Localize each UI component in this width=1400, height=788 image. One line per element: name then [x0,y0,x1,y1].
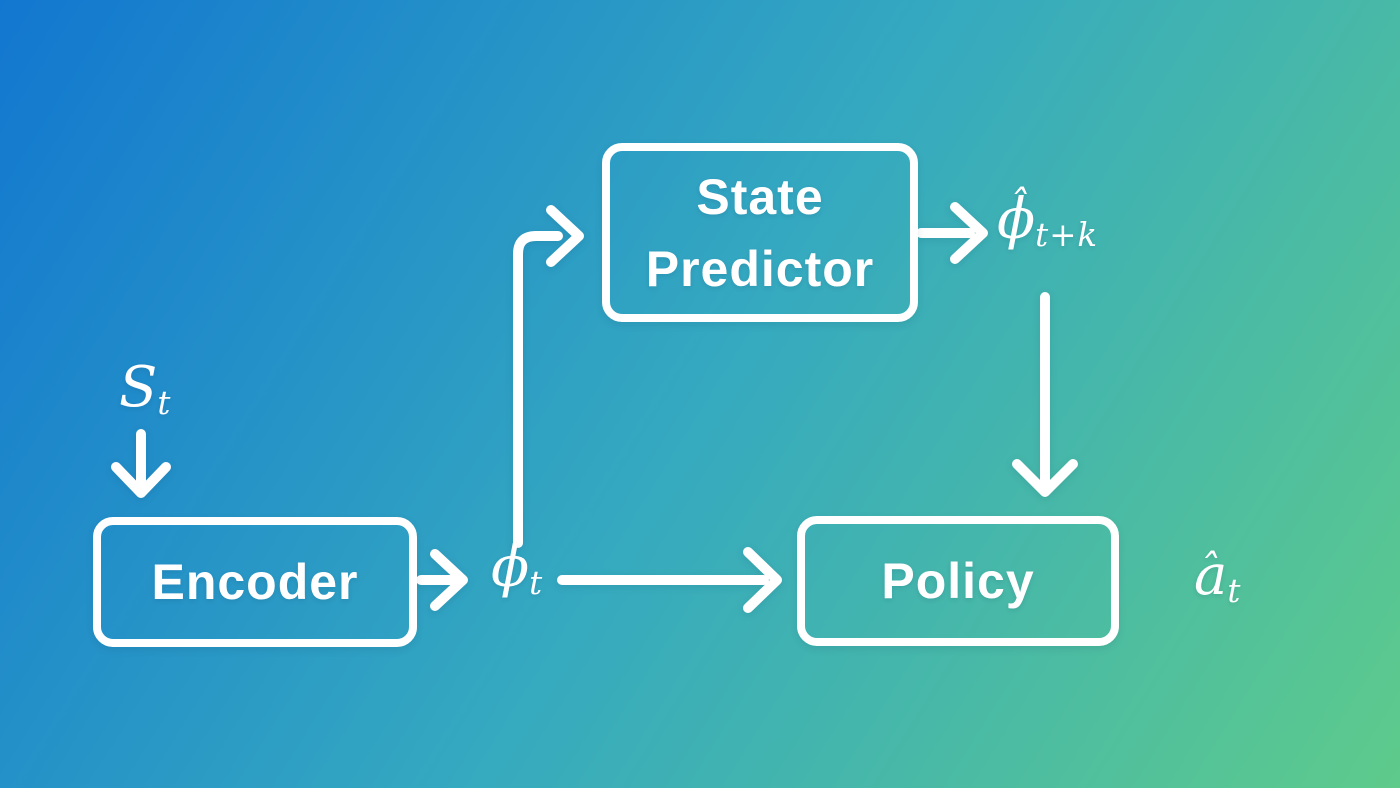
label-phi-t-subscript: t [529,563,544,602]
arrow-phi-hat-to-policy [1012,292,1078,497]
node-state-predictor-label: State Predictor [645,168,875,297]
arrow-shaft [513,231,563,548]
node-policy-label: Policy [881,553,1035,609]
label-phi-hat-base: ϕ [997,187,1036,252]
arrow-head-down-icon [111,462,171,498]
arrow-head-down-icon [1012,459,1078,497]
arrow-input-to-encoder [111,429,171,498]
label-phi-t-base: ϕ [491,535,530,600]
arrow-phi-to-policy [557,547,782,613]
node-encoder-label: Encoder [151,554,359,610]
label-a-hat-subscript: t [1227,571,1242,610]
arrow-head-right-icon [950,202,988,264]
hat-accent: ˆ [1007,181,1028,229]
hat-accent: ˆ [1198,545,1219,593]
label-a-hat-base: a [1194,543,1228,608]
arrow-state-predictor-to-phi-hat [916,202,988,264]
node-policy: Policy [797,516,1119,646]
arrow-head-right-icon [430,549,468,611]
label-s-t-subscript: t [157,383,172,422]
label-phi-hat-subscript: t+k [1035,215,1099,254]
label-s-t-base: S [119,355,158,420]
arrow-phi-to-state-predictor [513,205,584,548]
arrow-head-right-icon [743,547,782,613]
node-encoder: Encoder [93,517,417,647]
arrow-head-right-icon [546,205,584,267]
node-state-predictor: State Predictor [602,143,918,322]
label-phi-t: ϕt [491,540,544,602]
label-s-t: St [119,360,172,422]
arrow-encoder-to-phi [416,549,468,611]
